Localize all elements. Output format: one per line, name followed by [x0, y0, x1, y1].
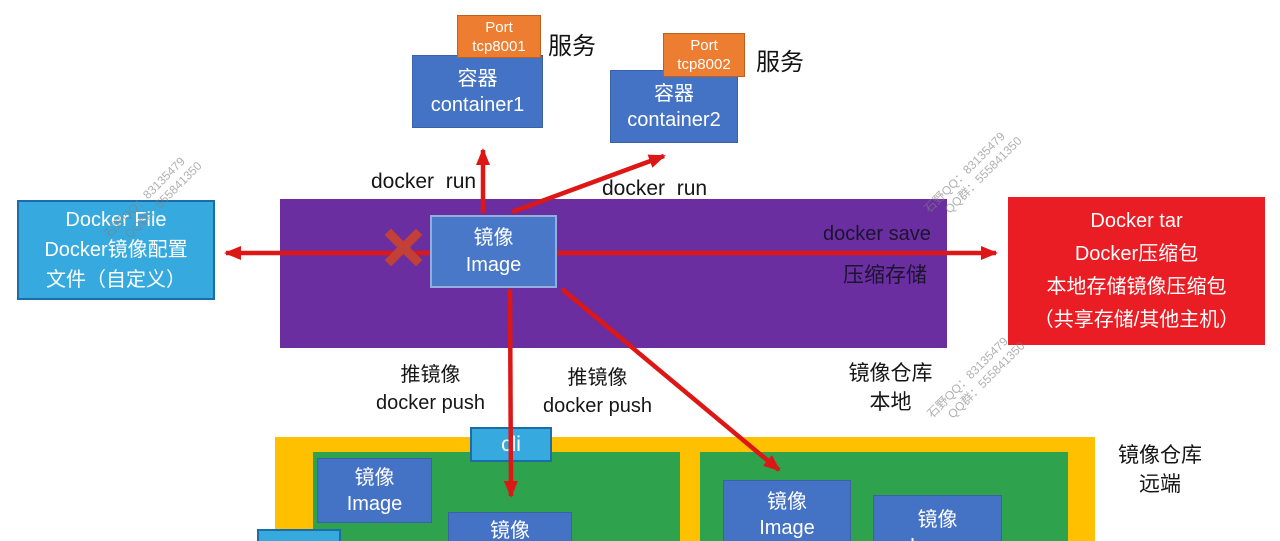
push-right-en: docker push: [543, 395, 652, 417]
docker-push-label-left: 推镜像 docker push: [368, 361, 493, 417]
port-badge-1: Port tcp8001: [457, 15, 541, 58]
registry-remote-line1: 镜像仓库: [1118, 444, 1202, 467]
dockerfile-line3: 文件（自定义）: [46, 269, 186, 291]
repo-image-box-right-1: 镜像 Image: [723, 480, 851, 541]
tar-line1: Docker tar: [1090, 210, 1183, 232]
repo-r2-en: Image: [910, 533, 966, 541]
service-label-2: 服务: [756, 49, 804, 76]
docker-save-label: docker save: [823, 223, 931, 245]
port2-value: tcp8002: [677, 56, 731, 73]
tar-line4: （共享存储/其他主机）: [1033, 309, 1240, 331]
container1-box: 容器 container1: [412, 55, 543, 128]
tar-line2: Docker压缩包: [1074, 243, 1199, 265]
repo-r1-cn: 镜像: [767, 491, 807, 513]
tar-line3: 本地存储镜像压缩包: [1046, 276, 1227, 298]
container1-label-en: container1: [430, 93, 525, 116]
registry-remote-label: 镜像仓库 远端: [1100, 441, 1220, 499]
repo-image-box-left-2: 镜像 Image: [448, 512, 572, 541]
image-box: 镜像 Image: [430, 215, 557, 288]
dockerfile-line2: Docker镜像配置: [44, 239, 188, 261]
cli-box: cli: [470, 427, 552, 462]
compress-store-label: 压缩存储: [843, 264, 927, 287]
container2-label-en: container2: [627, 108, 721, 131]
repo-r2-cn: 镜像: [917, 509, 958, 531]
repo-l2-cn: 镜像: [490, 520, 530, 541]
repo-l1-cn: 镜像: [354, 466, 395, 489]
service-label-1: 服务: [548, 33, 596, 60]
push-left-cn: 推镜像: [400, 364, 461, 386]
port-badge-2: Port tcp8002: [663, 33, 745, 77]
cli-label: cli: [501, 432, 521, 456]
repo-image-box-right-2: 镜像 Image: [873, 495, 1002, 541]
registry-local-line1: 镜像仓库: [848, 362, 933, 385]
image-box-label-cn: 镜像: [473, 226, 514, 249]
docker-run-label-right: docker run: [602, 177, 708, 200]
dockerfile-box: Docker File Docker镜像配置 文件（自定义）: [17, 200, 215, 300]
registry-local-line2: 本地: [869, 391, 912, 414]
port1-value: tcp8001: [472, 37, 526, 55]
port2-word: Port: [690, 37, 718, 54]
tar-box: Docker tar Docker压缩包 本地存储镜像压缩包 （共享存储/其他主…: [1008, 197, 1265, 345]
push-left-en: docker push: [376, 392, 485, 414]
repo-cli-box-partial: [257, 529, 341, 541]
repo-l1-en: Image: [346, 492, 403, 515]
registry-remote-line2: 远端: [1139, 473, 1181, 496]
port1-word: Port: [485, 18, 513, 36]
docker-push-label-right: 推镜像 docker push: [535, 364, 660, 420]
repo-image-box-left-1: 镜像 Image: [317, 458, 432, 523]
container1-label-cn: 容器: [457, 67, 498, 90]
container2-box: 容器 container2: [610, 70, 738, 143]
registry-local-label: 镜像仓库 本地: [838, 359, 943, 417]
dockerfile-line1: Docker File: [65, 209, 167, 231]
push-right-cn: 推镜像: [567, 367, 628, 389]
image-box-label-en: Image: [465, 253, 522, 276]
container2-label-cn: 容器: [654, 82, 694, 105]
docker-run-label-left: docker run: [371, 170, 477, 193]
repo-r1-en: Image: [759, 517, 815, 539]
